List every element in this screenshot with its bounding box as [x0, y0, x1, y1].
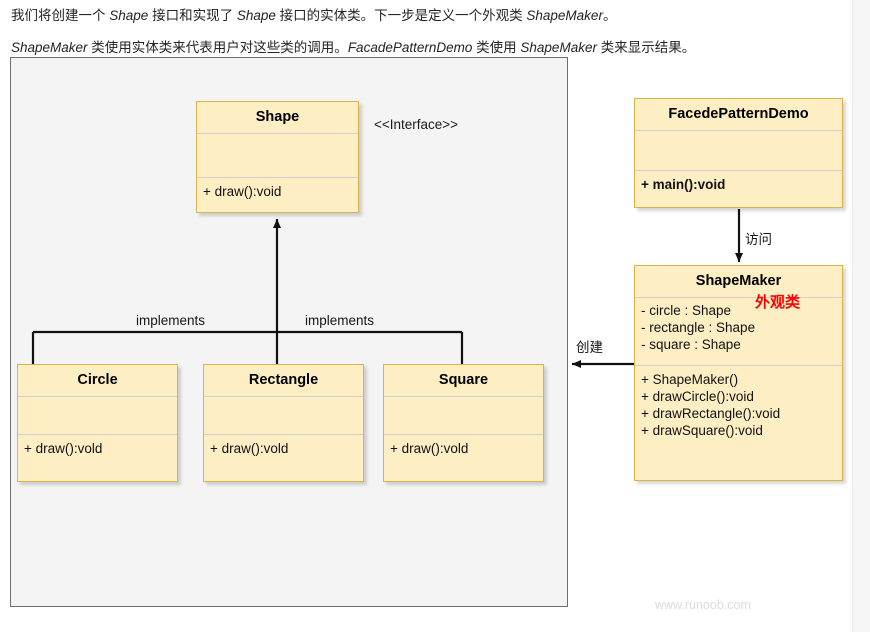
inline-text: 类使用实体类来代表用户对这些类的调用。	[87, 40, 348, 55]
inline-class-name: ShapeMaker	[526, 8, 603, 23]
uml-class-operations: + draw():vold	[204, 435, 363, 483]
inline-text: 我们将创建一个	[11, 8, 110, 23]
inline-class-name: Shape	[109, 8, 149, 23]
uml-class-attributes	[197, 134, 358, 178]
uml-class-attributes	[204, 397, 363, 435]
relation-label-implements-left: implements	[136, 313, 206, 328]
uml-member-line: + drawRectangle():void	[641, 405, 781, 421]
uml-class-operations: + draw():vold	[384, 435, 543, 483]
uml-class-title: Square	[384, 365, 543, 397]
uml-class-square[interactable]: Square + draw():vold	[383, 364, 544, 482]
uml-class-title: ShapeMaker	[635, 266, 842, 298]
uml-class-operations: + main():void	[635, 171, 842, 207]
uml-member-line: - rectangle : Shape	[641, 319, 756, 335]
inline-text: 类来显示结果。	[596, 40, 696, 55]
uml-class-operations: + draw():void	[197, 178, 358, 213]
uml-class-rectangle[interactable]: Rectangle + draw():vold	[203, 364, 364, 482]
relation-label-visit: 访问	[745, 232, 772, 247]
intro-paragraph-1: 我们将创建一个 Shape 接口和实现了 Shape 接口的实体类。下一步是定义…	[11, 8, 841, 24]
uml-member-line: + main():void	[641, 176, 726, 192]
uml-class-title: Circle	[18, 365, 177, 397]
uml-class-facade-pattern-demo[interactable]: FacedePatternDemo + main():void	[634, 98, 843, 208]
uml-class-circle[interactable]: Circle + draw():vold	[17, 364, 178, 482]
relation-label-implements-right: implements	[305, 313, 375, 328]
inline-class-name: Shape	[236, 8, 276, 23]
uml-class-shapemaker[interactable]: ShapeMaker - circle : Shape- rectangle :…	[634, 265, 843, 481]
uml-member-line: + draw():void	[203, 183, 282, 199]
page-gutter	[852, 0, 870, 632]
uml-class-operations: + draw():vold	[18, 435, 177, 483]
facade-class-annotation: 外观类	[755, 294, 801, 311]
uml-member-line: + draw():vold	[210, 440, 289, 456]
inline-text: 接口和实现了	[148, 8, 237, 23]
uml-member-line: + drawCircle():void	[641, 388, 754, 404]
uml-member-line: - square : Shape	[641, 336, 741, 352]
uml-class-attributes	[18, 397, 177, 435]
uml-class-title: Shape	[197, 102, 358, 134]
inline-text: 接口的实体类。下一步是定义一个外观类	[275, 8, 527, 23]
site-watermark: www.runoob.com	[655, 598, 751, 612]
uml-class-title: FacedePatternDemo	[635, 99, 842, 131]
stereotype-interface-label: <<Interface>>	[374, 117, 459, 132]
uml-class-title: Rectangle	[204, 365, 363, 397]
uml-class-shape[interactable]: Shape + draw():void	[196, 101, 359, 213]
inline-text: 类使用	[472, 40, 521, 55]
inline-class-name: ShapeMaker	[11, 40, 88, 55]
uml-member-line: - circle : Shape	[641, 302, 732, 318]
intro-paragraph-2: ShapeMaker 类使用实体类来代表用户对这些类的调用。FacadePatt…	[11, 40, 841, 56]
relation-label-create: 创建	[576, 340, 603, 355]
uml-class-attributes	[384, 397, 543, 435]
inline-text: 。	[602, 8, 617, 23]
uml-class-attributes	[635, 131, 842, 171]
uml-member-line: + draw():vold	[390, 440, 469, 456]
intro-text-block: 我们将创建一个 Shape 接口和实现了 Shape 接口的实体类。下一步是定义…	[11, 0, 841, 56]
uml-member-line: + drawSquare():void	[641, 422, 763, 438]
inline-class-name: FacadePatternDemo	[347, 40, 473, 55]
inline-class-name: ShapeMaker	[520, 40, 597, 55]
uml-class-attributes: - circle : Shape- rectangle : Shape- squ…	[635, 298, 842, 366]
uml-member-line: + draw():vold	[24, 440, 103, 456]
uml-class-operations: + ShapeMaker()+ drawCircle():void+ drawR…	[635, 366, 842, 483]
uml-member-line: + ShapeMaker()	[641, 371, 739, 387]
